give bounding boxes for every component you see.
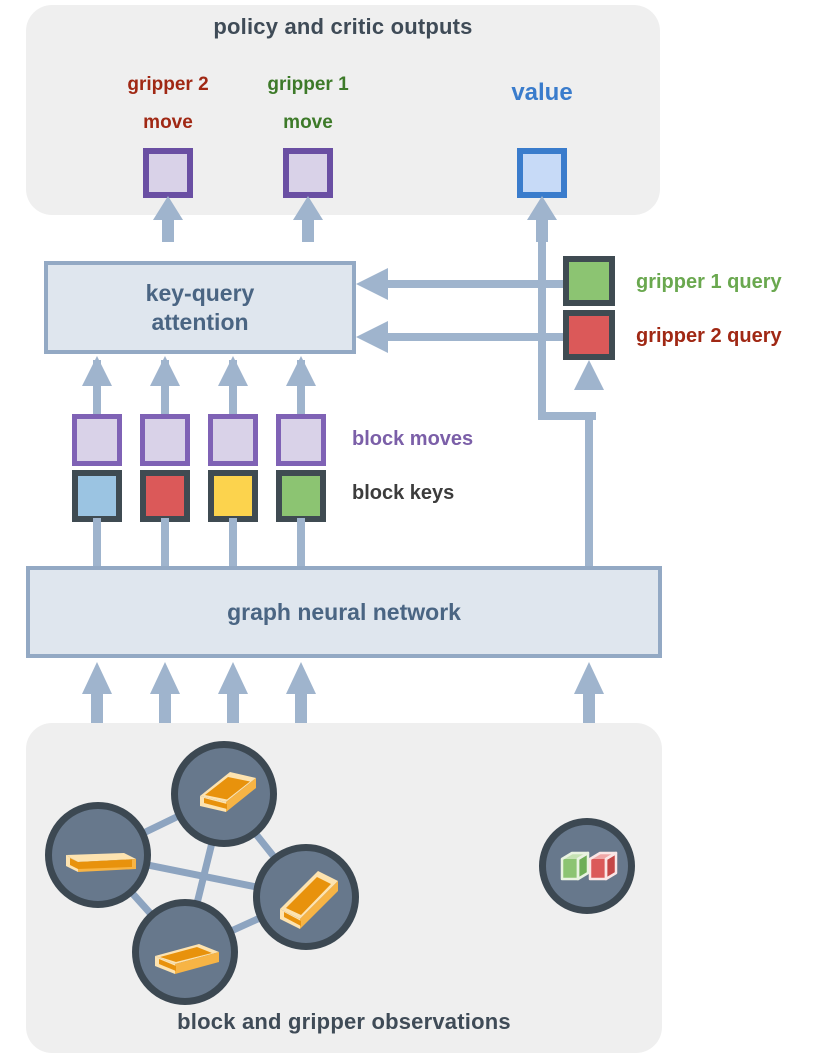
graph-neural-network-box[interactable]: graph neural network: [26, 566, 662, 658]
arrow-to-gripper1-move: [293, 196, 323, 242]
arrow-obs-into-gnn-4: [286, 662, 316, 724]
gnn-to-blockkey-line-1: [93, 518, 101, 570]
arrow-gripper1-query-into-attention: [356, 268, 388, 300]
observations-panel-title: block and gripper observations: [177, 1009, 511, 1034]
block-keys-label: block keys: [352, 482, 455, 504]
gripper2-query-swatch[interactable]: [563, 310, 615, 360]
blockmove-stem-3: [229, 360, 237, 416]
block-move-box-4[interactable]: [276, 414, 326, 466]
block-icon-diagonal: [280, 871, 338, 929]
gnn-title: graph neural network: [227, 598, 461, 625]
gnn-to-gripper-query-line: [585, 412, 593, 652]
block-move-box-2[interactable]: [140, 414, 190, 466]
value-label: value: [511, 79, 573, 106]
arrow-obs-into-gnn-1: [82, 662, 112, 724]
gnn-to-blockkey-line-4: [297, 518, 305, 570]
arrow-to-gripper2-move: [153, 196, 183, 242]
two-cubes-icon: [560, 851, 618, 881]
block-node-3[interactable]: [253, 844, 359, 950]
value-feed-elbow: [538, 412, 596, 420]
gripper2-move-label-line1: gripper 2: [127, 74, 209, 95]
blockmove-stem-1: [93, 360, 101, 416]
block-move-box-1[interactable]: [72, 414, 122, 466]
blockmove-stem-4: [297, 360, 305, 416]
block-move-box-3[interactable]: [208, 414, 258, 466]
gripper1-query-to-attention-line: [380, 280, 568, 288]
gripper1-move-label-line1: gripper 1: [267, 74, 349, 95]
arrow-gnn-into-gripper-query: [574, 360, 604, 390]
attention-title-line1: key-query: [145, 280, 255, 307]
arrow-obs-into-gnn-3: [218, 662, 248, 724]
gnn-to-blockkey-line-3: [229, 518, 237, 570]
block-icon-flat: [66, 853, 136, 872]
value-feed-line: [538, 240, 546, 420]
block-key-box-1[interactable]: [72, 470, 122, 522]
policy-critic-panel-title: policy and critic outputs: [213, 14, 473, 39]
gripper1-move-label-line2: move: [283, 112, 333, 133]
block-node-2[interactable]: [171, 741, 277, 847]
arrow-gripper2-query-into-attention: [356, 321, 388, 353]
arrow-to-value: [527, 196, 557, 242]
value-output-box[interactable]: [517, 148, 567, 198]
arrow-blockmove-2-into-attention: [150, 356, 180, 386]
block-moves-label: block moves: [352, 428, 474, 450]
gripper1-query-swatch[interactable]: [563, 256, 615, 306]
gnn-to-blockkey-line-2: [161, 518, 169, 570]
block-icon-flat-2: [155, 944, 219, 974]
block-node-4[interactable]: [132, 899, 238, 1005]
gripper2-query-to-attention-line: [380, 333, 568, 341]
gripper1-query-label: gripper 1 query: [636, 271, 782, 293]
gripper2-move-output-box[interactable]: [143, 148, 193, 198]
block-icon-tilted: [200, 772, 256, 812]
gripper2-move-label-line2: move: [143, 112, 193, 133]
blockmove-stem-2: [161, 360, 169, 416]
gripper-node[interactable]: [539, 818, 635, 914]
arrow-blockmove-4-into-attention: [286, 356, 316, 386]
block-node-1[interactable]: [45, 802, 151, 908]
gripper2-query-label: gripper 2 query: [636, 325, 782, 347]
gripper1-move-output-box[interactable]: [283, 148, 333, 198]
arrow-obs-into-gnn-gripper: [574, 662, 604, 724]
attention-title-line2: attention: [151, 308, 249, 335]
arrow-blockmove-1-into-attention: [82, 356, 112, 386]
key-query-attention-box[interactable]: key-query attention: [44, 261, 356, 354]
arrow-obs-into-gnn-2: [150, 662, 180, 724]
arrow-blockmove-3-into-attention: [218, 356, 248, 386]
